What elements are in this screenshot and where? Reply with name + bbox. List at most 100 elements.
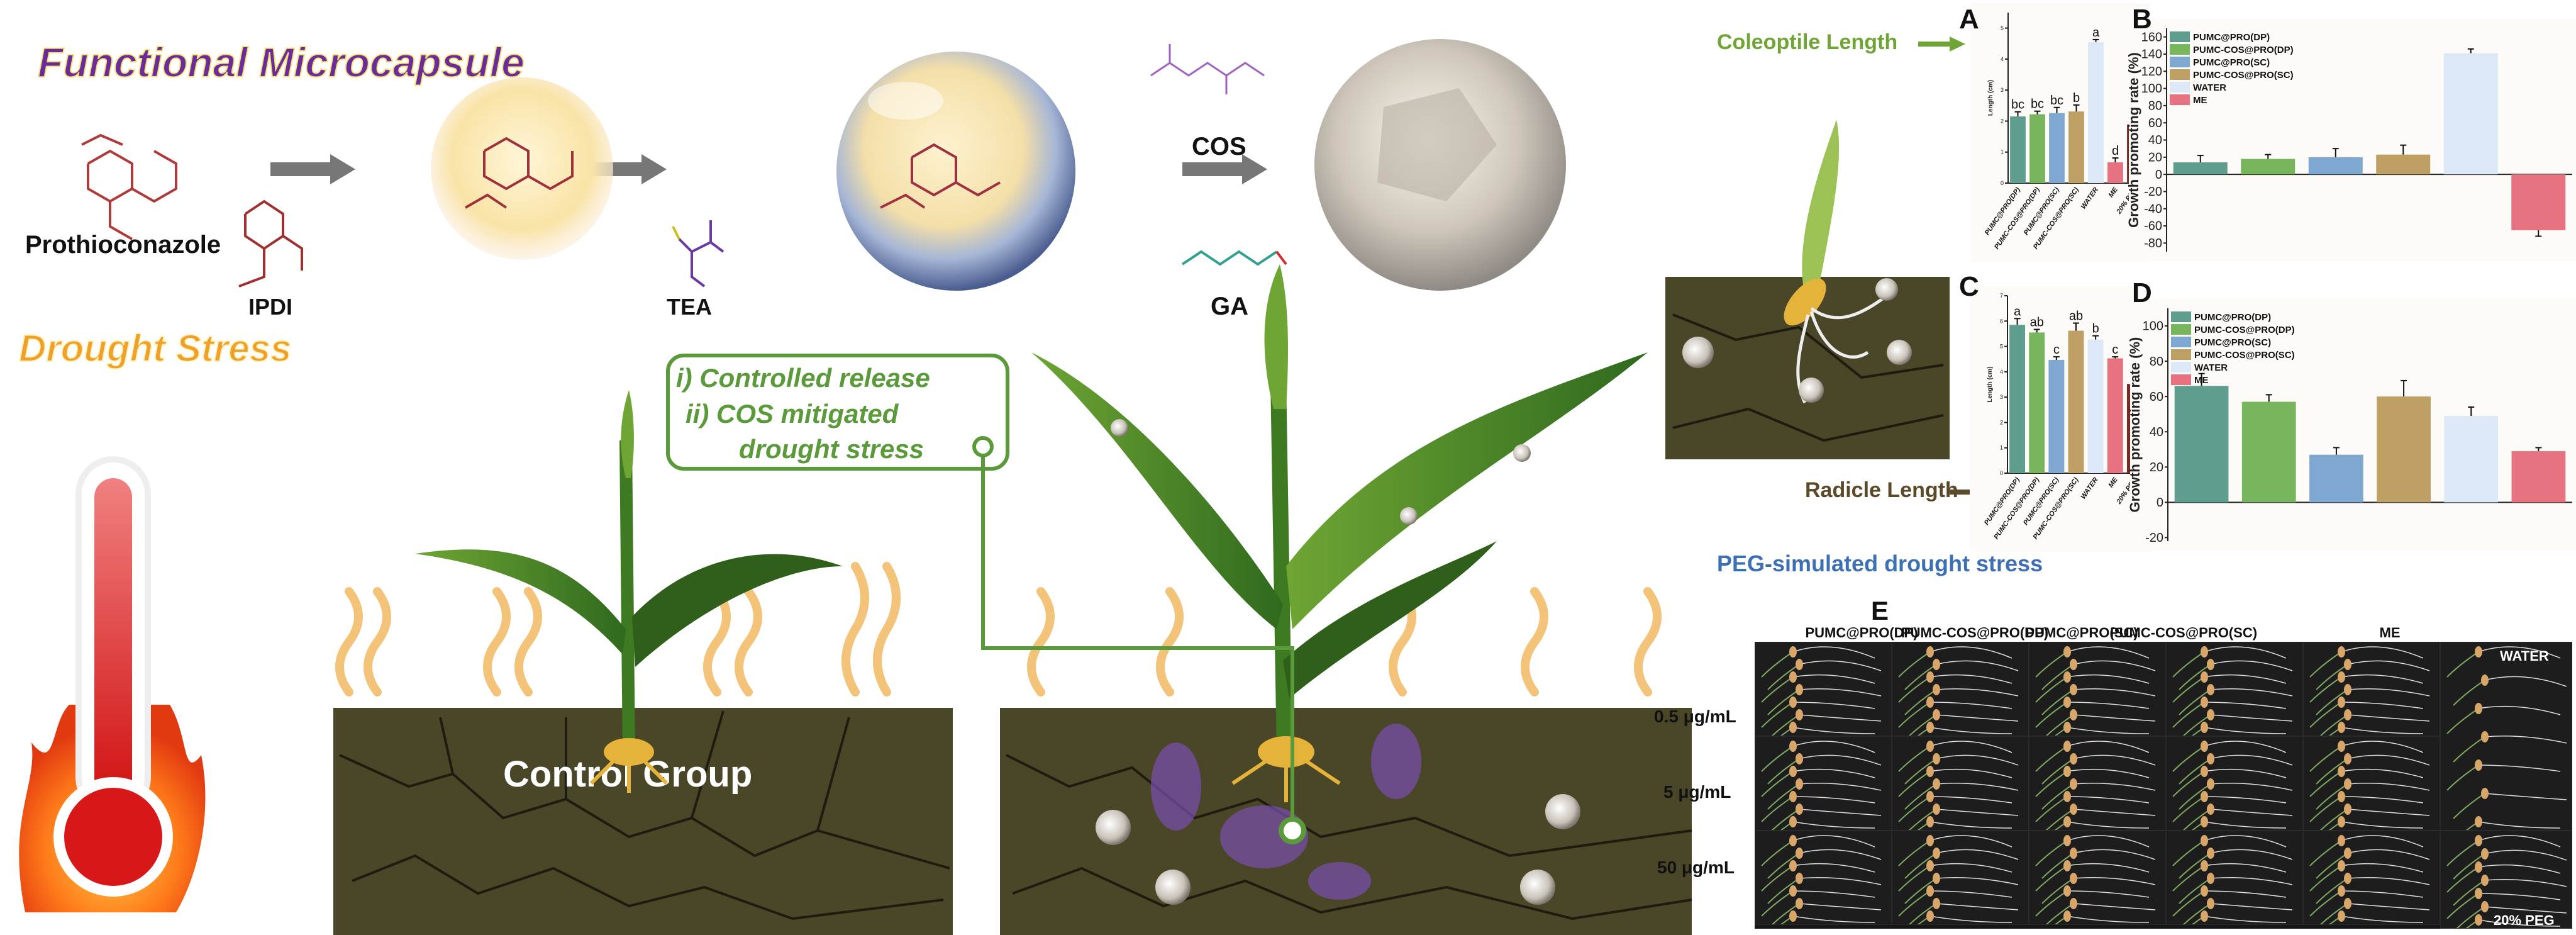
- y-tick-label: 6: [2000, 318, 2003, 324]
- bar: [2029, 114, 2045, 183]
- photo-column-header: PUMC@PRO(SC): [2025, 625, 2138, 641]
- bar: [2173, 162, 2228, 175]
- bar: [2088, 42, 2104, 184]
- thermometer-icon: [19, 456, 206, 912]
- bar: [2241, 159, 2296, 175]
- legend-label: PUMC@PRO(DP): [2194, 312, 2271, 323]
- bar: [2029, 332, 2045, 473]
- y-tick-label: 1: [2000, 445, 2003, 451]
- bar: [2068, 330, 2084, 473]
- y-tick-label: -20: [2144, 185, 2162, 199]
- panel-label: A: [1959, 4, 1979, 35]
- legend-label: PUMC-COS@PRO(SC): [2194, 350, 2295, 361]
- seedling-photo: [2166, 736, 2303, 831]
- legend-swatch: [2171, 337, 2191, 347]
- y-tick-label: 80: [2150, 355, 2163, 369]
- microcapsule-shell: [836, 52, 1075, 291]
- y-axis-label: Growth promoting rate (%): [2127, 337, 2143, 513]
- photo-label-water: WATER: [2500, 648, 2549, 664]
- legend-swatch: [2170, 69, 2190, 80]
- y-tick-label: 40: [2150, 425, 2163, 439]
- tea-molecule-icon: [672, 220, 724, 288]
- y-axis-label: Length (cm): [1987, 366, 1994, 402]
- seedling-photo: [1755, 642, 1892, 736]
- legend-swatch: [2170, 57, 2190, 67]
- y-tick-label: 0: [2157, 496, 2163, 510]
- seedling-photo: [1755, 736, 1892, 831]
- microcapsule-bead-icon: [1096, 794, 1580, 905]
- photo-row-label: 50 μg/mL: [1657, 858, 1735, 877]
- significance-letter: a: [2014, 305, 2021, 318]
- y-tick-label: 5: [2000, 344, 2003, 350]
- legend-label: PUMC-COS@PRO(DP): [2194, 325, 2295, 335]
- photo-column-header: ME: [2380, 625, 2401, 641]
- y-tick-label: 60: [2148, 116, 2162, 130]
- y-tick-label: 4: [2001, 56, 2004, 62]
- significance-letter: c: [2053, 343, 2060, 357]
- significance-letter: bc: [2050, 94, 2063, 108]
- legend-swatch: [2171, 349, 2191, 360]
- legend-label: ME: [2194, 375, 2209, 386]
- legend-swatch: [2170, 94, 2190, 105]
- prothioconazole-label: Prothioconazole: [25, 231, 221, 259]
- significance-letter: ab: [2030, 316, 2044, 330]
- ipdi-molecule-icon: [238, 199, 303, 288]
- seedling-photo: [2303, 642, 2440, 736]
- y-tick-label: 3: [2000, 394, 2003, 400]
- seedling-photo: [1892, 642, 2029, 736]
- y-tick-label: 60: [2150, 390, 2163, 404]
- y-tick-label: 120: [2141, 65, 2162, 79]
- tea-label: TEA: [667, 294, 712, 320]
- y-tick-label: 20: [2148, 150, 2162, 164]
- ipdi-label: IPDI: [248, 294, 292, 320]
- legend-swatch: [2171, 362, 2191, 372]
- y-tick-label: 40: [2148, 133, 2162, 147]
- photo-column-header: PUMC-COS@PRO(DP): [1901, 625, 2048, 641]
- soil-treated: [1000, 708, 1692, 935]
- emulsion-droplet: [431, 77, 613, 260]
- seedling-photo: [1892, 736, 2029, 831]
- y-tick-label: 140: [2141, 48, 2162, 62]
- significance-letter: d: [2112, 144, 2119, 158]
- coleoptile-length-label: Coleoptile Length: [1717, 30, 1897, 54]
- y-tick-label: -20: [2145, 531, 2163, 545]
- cos-label: COS: [1192, 133, 1246, 160]
- coated-microcapsule: [1314, 39, 1566, 291]
- callout-box: [666, 354, 1306, 844]
- significance-letter: bc: [2011, 98, 2024, 112]
- legend-label: PUMC@PRO(DP): [2193, 32, 2270, 43]
- y-tick-label: 1: [2001, 149, 2004, 155]
- bar: [2511, 174, 2566, 230]
- legend-label: PUMC@PRO(SC): [2193, 57, 2270, 68]
- legend-label: PUMC@PRO(SC): [2194, 337, 2271, 348]
- seedling-photo: [2303, 736, 2440, 831]
- bar: [2049, 113, 2065, 183]
- seedling-photo: [2029, 642, 2166, 736]
- seedling-illustration: [1665, 120, 1950, 459]
- seedling-photo: [2166, 831, 2303, 925]
- panel-label: C: [1959, 271, 1979, 302]
- callout-line-1: i) Controlled release: [676, 363, 930, 393]
- y-tick-label: 0: [2001, 180, 2004, 186]
- seedling-photo: [2303, 831, 2440, 925]
- panel-label-E: E: [1871, 596, 1889, 625]
- y-tick-label: -80: [2144, 237, 2162, 250]
- photo-row-label: 0.5 μg/mL: [1654, 707, 1736, 726]
- y-tick-label: 5: [2001, 25, 2004, 31]
- wheat-plant-control: [415, 390, 843, 793]
- arrow-icon: [270, 154, 355, 184]
- legend-swatch: [2170, 31, 2190, 42]
- bar: [2443, 53, 2498, 175]
- y-tick-label: 0: [2155, 168, 2162, 182]
- legend-label: ME: [2193, 95, 2207, 106]
- legend-label: WATER: [2194, 362, 2228, 373]
- legend-label: WATER: [2193, 82, 2226, 93]
- legend-swatch: [2170, 44, 2190, 55]
- photo-column-header: PUMC-COS@PRO(SC): [2110, 625, 2257, 641]
- bar: [2068, 111, 2084, 183]
- bar: [2377, 396, 2431, 503]
- legend-swatch: [2171, 311, 2191, 322]
